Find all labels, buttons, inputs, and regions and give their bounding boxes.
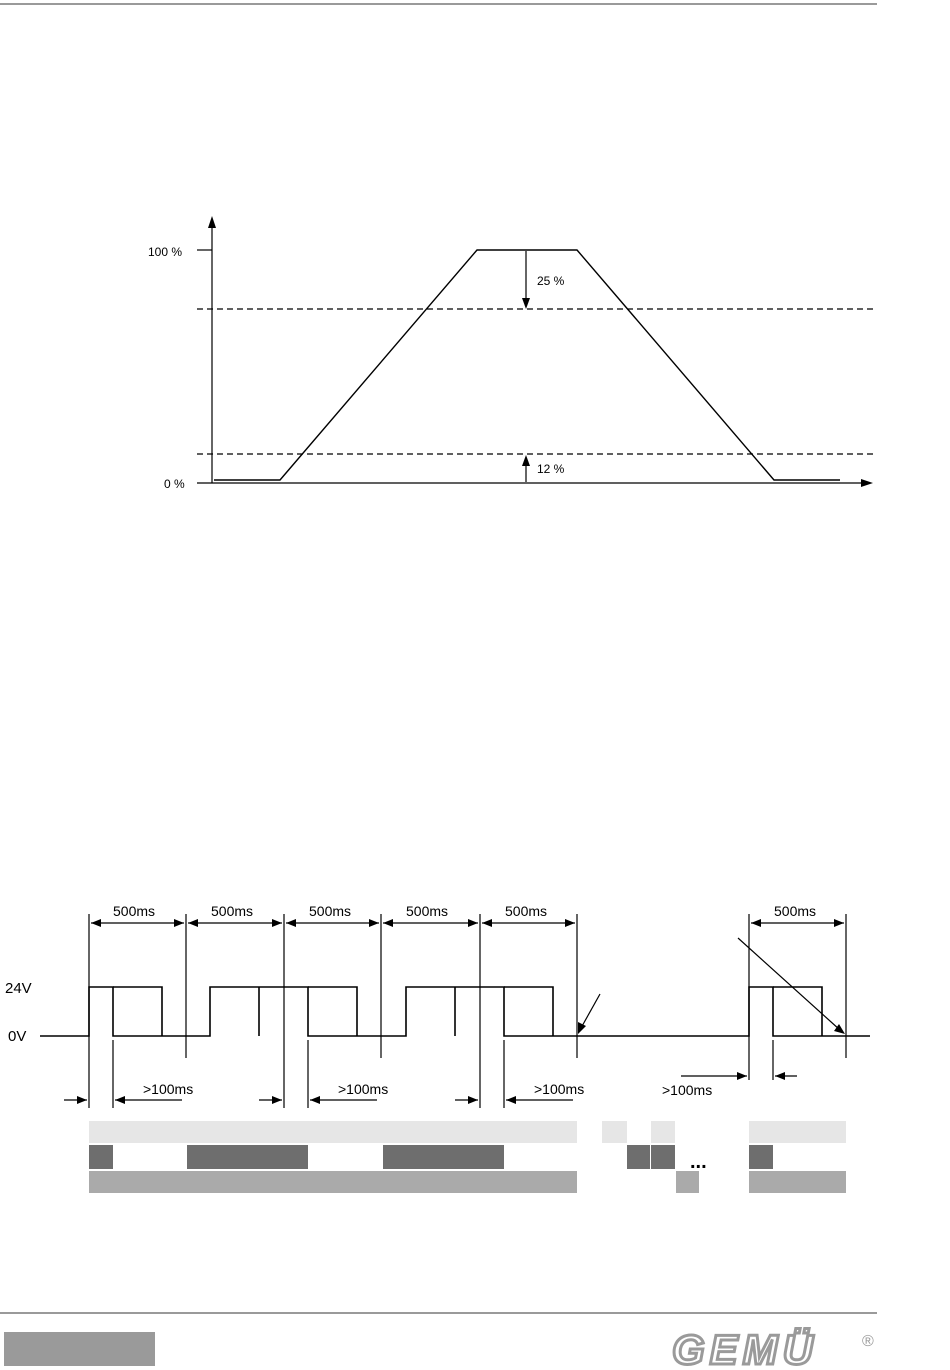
- pulse-label: >100ms: [143, 1081, 193, 1097]
- interval-label: 500ms: [309, 903, 351, 919]
- footer-rule: [0, 1312, 877, 1314]
- y-tick-label-100: 100 %: [148, 245, 182, 259]
- signal-pulse-3: [308, 987, 357, 1036]
- signal-pulse-1: [113, 987, 162, 1036]
- status-bar-row-2: [89, 1145, 773, 1169]
- status-bar-row-1: [89, 1121, 846, 1143]
- interval-label: 500ms: [774, 903, 816, 919]
- ellipsis-label: ...: [690, 1151, 707, 1173]
- ramp-curve: [214, 250, 840, 480]
- signal-pulse-6: [773, 987, 822, 1036]
- level-low-label: 0V: [8, 1028, 26, 1045]
- upper-offset-label: 25 %: [537, 274, 565, 288]
- x-axis-arrow: [861, 479, 873, 487]
- registered-mark: ®: [862, 1333, 874, 1350]
- page-number-tab: [4, 1332, 155, 1366]
- y-tick-label-0: 0 %: [164, 477, 185, 491]
- brand-wordmark: GEMÜ: [672, 1326, 818, 1368]
- pointer-line-1: [581, 994, 600, 1028]
- interval-label: 500ms: [113, 903, 155, 919]
- interval-label: 500ms: [406, 903, 448, 919]
- pulse-label: >100ms: [534, 1081, 584, 1097]
- signal-waveform: [40, 987, 870, 1036]
- interval-label: 500ms: [211, 903, 253, 919]
- gemu-logo: GEMÜ ®: [672, 1326, 878, 1368]
- pulse-label: >100ms: [662, 1082, 712, 1098]
- pointer-line-2: [738, 938, 840, 1030]
- status-bar-row-3: [89, 1171, 846, 1193]
- pulse-label: >100ms: [338, 1081, 388, 1097]
- y-axis-arrow: [208, 216, 216, 228]
- pointer-head-1: [578, 1022, 586, 1034]
- interval-label: 500ms: [505, 903, 547, 919]
- pointer-head-2: [834, 1024, 845, 1034]
- ramp-diagram: 100 % 0 % 25 % 12 %: [0, 0, 950, 540]
- offset-arrow-lower-head: [522, 455, 530, 466]
- level-high-label: 24V: [5, 980, 32, 997]
- offset-arrow-upper-head: [522, 298, 530, 309]
- lower-offset-label: 12 %: [537, 462, 565, 476]
- signal-pulse-5: [504, 987, 553, 1036]
